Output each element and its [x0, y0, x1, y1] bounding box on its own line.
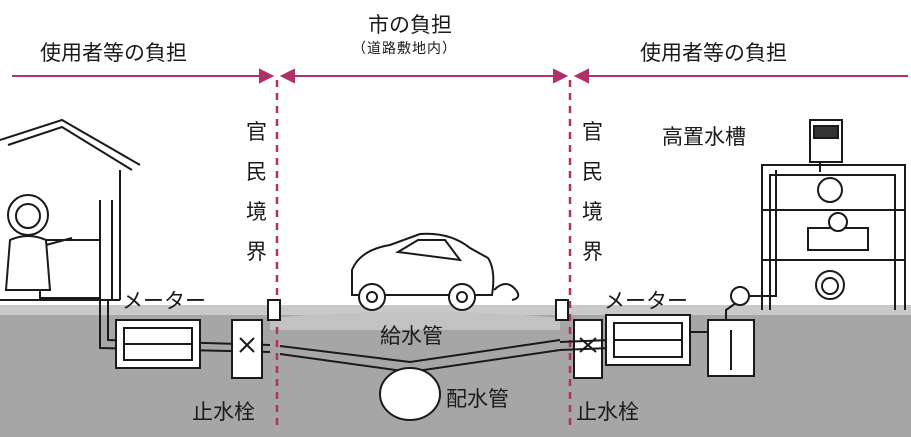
city-zone-label: 市の負担	[368, 13, 452, 37]
building-occupants	[807, 177, 869, 300]
boundary-right-char: 界	[582, 240, 603, 264]
main-pipe	[379, 367, 441, 421]
boundary-right-char: 官	[582, 120, 603, 144]
car	[351, 232, 520, 311]
woman-figure	[4, 194, 73, 291]
city-zone-sublabel: （道路敷地内）	[352, 41, 457, 57]
receiving-tank	[707, 286, 755, 377]
stop-valve-label-right: 止水栓	[576, 400, 639, 424]
meter-label-right: メーター	[604, 289, 688, 313]
meter-label-left: メーター	[122, 289, 206, 313]
right-building	[761, 119, 906, 310]
boundary-left-char: 界	[246, 240, 267, 264]
stop-valve-left	[231, 319, 263, 379]
tank-label: 高置水槽	[662, 125, 746, 149]
boundary-right-char: 民	[582, 160, 603, 184]
main-pipe-label: 配水管	[446, 387, 509, 411]
meter-box-left	[115, 319, 201, 369]
supply-pipe-label: 給水管	[380, 324, 443, 348]
boundary-left-char: 官	[246, 120, 267, 144]
right-zone-label: 使用者等の負担	[640, 41, 787, 65]
meter-box-right	[605, 314, 691, 366]
boundary-left-char: 境	[246, 200, 267, 224]
boundary-left-char: 民	[246, 160, 267, 184]
dimension-arrows	[12, 68, 908, 84]
stop-valve-label-left: 止水栓	[192, 400, 255, 424]
boundary-right-char: 境	[582, 200, 603, 224]
road-surface	[270, 311, 560, 330]
left-zone-label: 使用者等の負担	[40, 41, 187, 65]
